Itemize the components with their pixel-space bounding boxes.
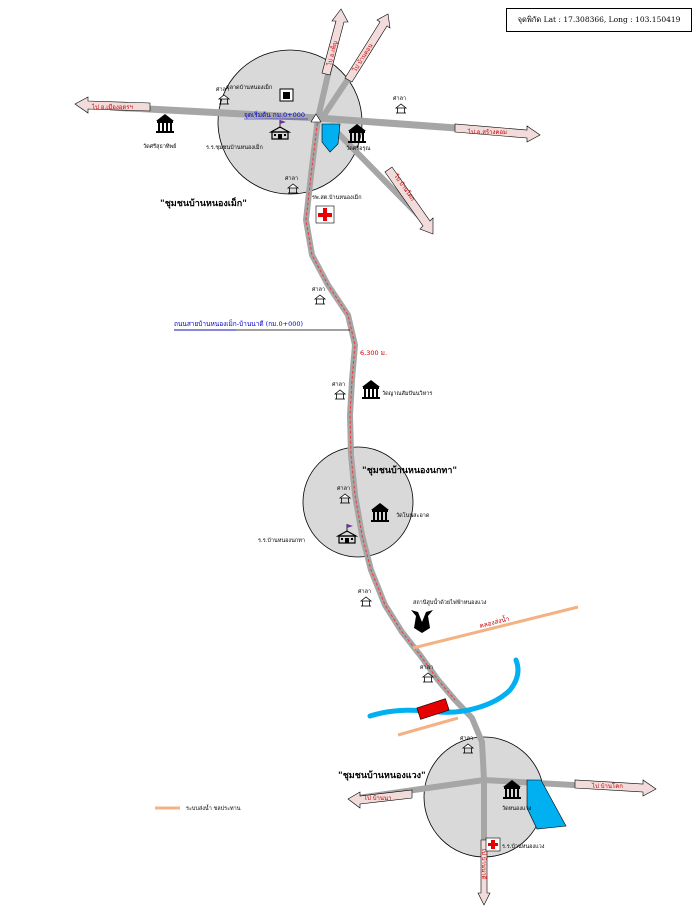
bus-stop-7: ศาลา xyxy=(358,588,372,607)
route-name-label: ถนนสายบ้านหนองเม็ก-บ้านนาดี (กม.0+000) xyxy=(174,319,303,328)
canal-line-south xyxy=(397,716,459,737)
bus-stop-8: ศาลา xyxy=(420,664,434,683)
irrigation-marker: สถานีสูบน้ำด้วยไฟฟ้าหนองแวง xyxy=(411,598,487,633)
svg-text:ศาลา: ศาลา xyxy=(285,175,298,182)
school-north-marker: ร.ร.ชุมชนบ้านหนองเม็ก xyxy=(206,119,290,151)
svg-text:ศาลา: ศาลา xyxy=(460,735,473,742)
hospital-label: รพ.สต.บ้านหนองเม็ก xyxy=(312,193,362,201)
arrow-south-west: ไป บ้านนา xyxy=(347,789,413,809)
school-south-marker: ร.ร.บ้านหนองแวง xyxy=(485,837,545,852)
bus-stop-6: ศาลา xyxy=(337,485,351,504)
school-middle-marker: ร.ร.บ้านหนองนกทา xyxy=(258,523,357,544)
start-point-label: จุดเริ่มต้น กม.0+000 xyxy=(244,110,305,119)
coordinates-box: จุดพิกัด Lat : 17.308366, Long : 103.150… xyxy=(506,8,692,32)
bus-stop-9: ศาลา xyxy=(460,735,474,754)
temple-mid-marker: วัดญาณสัมปันนวิหาร xyxy=(362,380,432,399)
svg-text:ไป บ้านดอน: ไป บ้านดอน xyxy=(350,42,374,74)
wat-west-marker: วัดศรีสุธาทิพย์ xyxy=(143,114,176,150)
arrow-south-bottom: ไป บ้านนาดี xyxy=(477,839,491,906)
arrow-se: ไป บ้านโคก xyxy=(384,166,434,235)
bus-stop-3: ศาลา xyxy=(285,175,299,194)
distance-label: 6,300 ม. xyxy=(360,349,387,357)
irrigation-label: สถานีสูบน้ำด้วยไฟฟ้าหนองแวง xyxy=(413,598,487,606)
wat-middle-marker: วัดโนนสะอาด xyxy=(371,503,430,522)
wat-middle-label: วัดโนนสะอาด xyxy=(396,511,430,519)
wat-west-label: วัดศรีสุธาทิพย์ xyxy=(143,143,176,150)
svg-text:ศาลา: ศาลา xyxy=(358,588,371,595)
market-marker: ตลาดบ้านหนองเม็ก xyxy=(226,83,294,102)
legend-canal-label: ระบบส่งน้ำ ชลประทาน xyxy=(186,804,241,812)
wat-south-marker: วัดหนองแวง xyxy=(502,780,532,812)
svg-text:ศาลา: ศาลา xyxy=(337,485,350,492)
bus-stop-5: ศาลา xyxy=(332,381,346,400)
svg-text:ไป อ.เมืองอุดรฯ: ไป อ.เมืองอุดรฯ xyxy=(91,103,133,111)
building-red xyxy=(416,698,450,720)
school-south-label: ร.ร.บ้านหนองแวง xyxy=(502,843,545,850)
canal-line xyxy=(412,605,579,650)
route-annotation: ถนนสายบ้านหนองเม็ก-บ้านนาดี (กม.0+000) 6… xyxy=(174,319,387,357)
start-point: จุดเริ่มต้น กม.0+000 xyxy=(244,110,322,123)
market-label: ตลาดบ้านหนองเม็ก xyxy=(226,83,272,91)
school-middle-label: ร.ร.บ้านหนองนกทา xyxy=(258,537,305,544)
river xyxy=(367,657,521,719)
arrow-ne: ไป บ้านดอน xyxy=(344,13,391,83)
svg-text:ไป บ้านนาดี: ไป บ้านนาดี xyxy=(480,847,488,879)
arrow-north: ไป อ.เพ็ญ xyxy=(321,8,349,76)
community-label-south: "ชุมชนบ้านหนองแวง" xyxy=(338,770,426,781)
svg-text:ศาลา: ศาลา xyxy=(216,86,229,93)
svg-text:ไป อ.เพ็ญ: ไป อ.เพ็ญ xyxy=(324,40,339,68)
svg-text:ไป บ้านโคก: ไป บ้านโคก xyxy=(591,782,623,790)
coordinates-text: จุดพิกัด Lat : 17.308366, Long : 103.150… xyxy=(517,15,681,24)
svg-text:ศาลา: ศาลา xyxy=(312,286,325,293)
pond-south xyxy=(526,779,567,830)
bus-stop-2: ศาลา xyxy=(393,95,407,114)
bus-stop-4: ศาลา xyxy=(312,286,326,305)
bus-stop-1: ศาลา xyxy=(216,86,230,105)
arrow-east: ไป อ.สร้างคอม xyxy=(454,123,541,143)
community-label-middle: "ชุมชนบ้านหนองนกทา" xyxy=(362,465,457,476)
wat-north-marker: วัดศรีอรุณ xyxy=(346,124,370,152)
community-label-north: "ชุมชนบ้านหนองเม็ก" xyxy=(160,196,247,209)
svg-text:ไป บ้านนา: ไป บ้านนา xyxy=(363,794,391,802)
hospital-marker: รพ.สต.บ้านหนองเม็ก xyxy=(312,193,362,224)
arrow-south-east: ไป บ้านโคก xyxy=(574,779,657,797)
legend: ระบบส่งน้ำ ชลประทาน xyxy=(155,804,241,812)
wat-south-label: วัดหนองแวง xyxy=(502,805,532,812)
pond-north xyxy=(321,123,341,153)
svg-text:ศาลา: ศาลา xyxy=(420,664,433,671)
svg-text:ศาลา: ศาลา xyxy=(393,95,406,102)
temple-mid-label: วัดญาณสัมปันนวิหาร xyxy=(382,390,432,397)
route-dashed-line xyxy=(305,117,456,701)
arrow-west: ไป อ.เมืองอุดรฯ xyxy=(74,96,151,114)
wat-north-label: วัดศรีอรุณ xyxy=(346,145,370,152)
school-north-label: ร.ร.ชุมชนบ้านหนองเม็ก xyxy=(206,143,263,151)
svg-text:ไป อ.สร้างคอม: ไป อ.สร้างคอม xyxy=(467,128,507,136)
svg-text:ศาลา: ศาลา xyxy=(332,381,345,388)
